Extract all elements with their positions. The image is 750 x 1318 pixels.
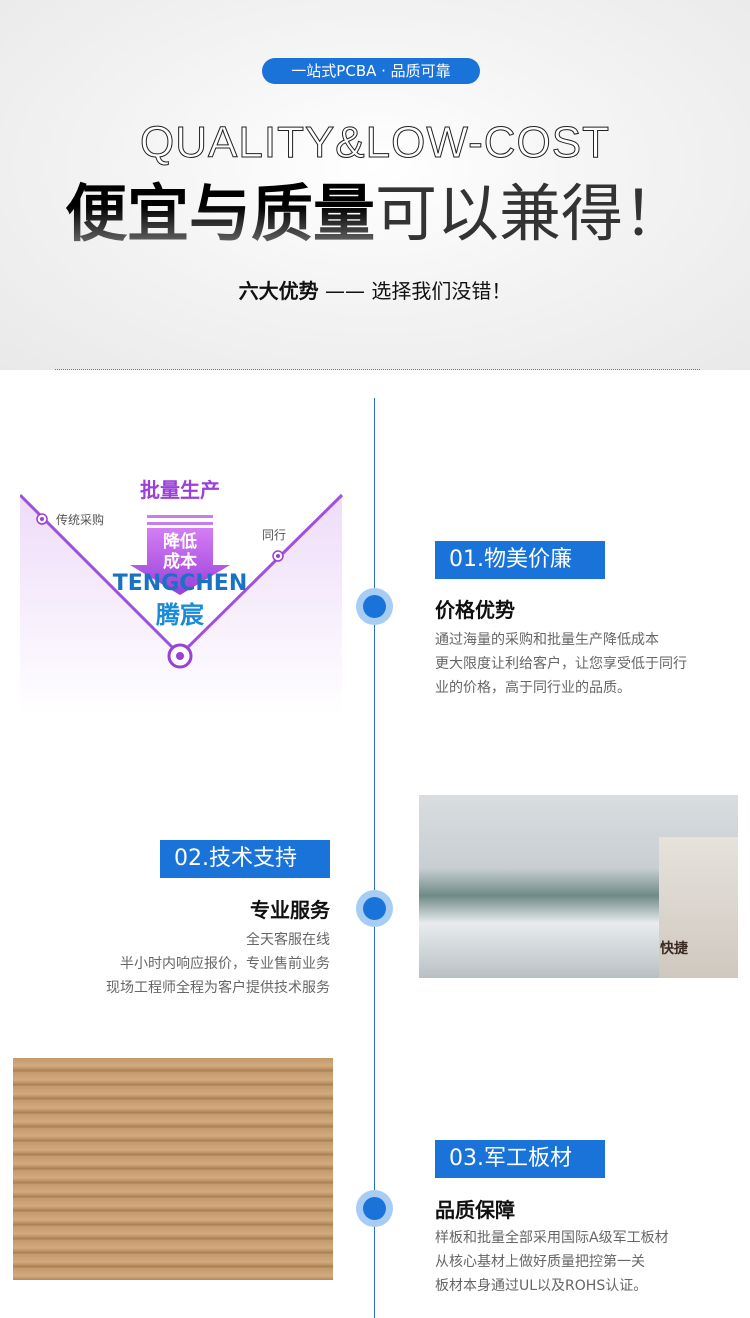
english-title: QUALITY&LOW-COST xyxy=(140,118,610,168)
text-line: 更大限度让利给客户，让您享受低于同行 xyxy=(435,656,687,672)
office-photo: 快捷 xyxy=(419,795,738,978)
arrow-label-2: 成本 xyxy=(163,551,197,572)
diagram-top-label: 批量生产 xyxy=(140,478,220,502)
cost-diagram: 批量生产 降低 成本 TENGCHEN 腾宸 传统采购 同行 xyxy=(20,478,344,715)
main-title-light: 可以兼得！ xyxy=(375,177,686,250)
board-material-photo xyxy=(13,1058,333,1280)
section-tag-2: 02.技术支持 xyxy=(160,840,330,878)
section-tag-3: 03.军工板材 xyxy=(435,1140,605,1178)
section-text-3: 样板和批量全部采用国际A级军工板材 从核心基材上做好质量把控第一关 板材本身通过… xyxy=(435,1226,669,1298)
brand-en: TENGCHEN xyxy=(113,571,248,596)
photo-label: 快捷 xyxy=(660,941,688,957)
hero-banner: 一站式PCBA · 品质可靠 QUALITY&LOW-COST 便宜与质量可以兼… xyxy=(0,0,750,370)
text-line: 从核心基材上做好质量把控第一关 xyxy=(435,1254,645,1270)
diagram-left-label: 传统采购 xyxy=(56,512,104,527)
text-line: 现场工程师全程为客户提供技术服务 xyxy=(106,980,330,996)
section-title-2: 专业服务 xyxy=(250,898,330,922)
timeline-node-2 xyxy=(356,890,393,927)
section-text-1: 通过海量的采购和批量生产降低成本 更大限度让利给客户，让您享受低于同行 业的价格… xyxy=(435,628,687,700)
arrow-down-icon xyxy=(130,528,230,595)
diagram-right-label: 同行 xyxy=(262,528,286,542)
main-title-bold: 便宜与质量 xyxy=(64,177,375,250)
text-line: 板材本身通过UL以及ROHS认证。 xyxy=(435,1278,648,1294)
text-line: 通过海量的采购和批量生产降低成本 xyxy=(435,632,659,648)
timeline-node-1 xyxy=(356,588,393,625)
arrow-label-1: 降低 xyxy=(163,531,197,552)
text-line: 半小时内响应报价，专业售前业务 xyxy=(120,956,330,972)
subtitle: 六大优势 —— 选择我们没错！ xyxy=(0,275,750,304)
section-text-2: 全天客服在线 半小时内响应报价，专业售前业务 现场工程师全程为客户提供技术服务 xyxy=(106,928,330,1000)
brand-cn: 腾宸 xyxy=(156,601,205,629)
timeline-node-3 xyxy=(356,1190,393,1227)
text-line: 样板和批量全部采用国际A级军工板材 xyxy=(435,1230,669,1246)
section-title-3: 品质保障 xyxy=(435,1198,515,1222)
main-title: 便宜与质量可以兼得！ xyxy=(0,178,750,250)
divider xyxy=(55,369,700,370)
subtitle-bold: 六大优势 xyxy=(238,279,319,303)
text-line: 业的价格，高于同行业的品质。 xyxy=(435,680,631,696)
tagline-pill: 一站式PCBA · 品质可靠 xyxy=(262,58,480,84)
section-title-1: 价格优势 xyxy=(435,598,515,622)
text-line: 全天客服在线 xyxy=(246,932,330,948)
section-tag-1: 01.物美价廉 xyxy=(435,541,605,579)
diagram-background xyxy=(20,495,342,715)
subtitle-rest: —— 选择我们没错！ xyxy=(318,279,512,303)
timeline-line xyxy=(374,398,375,1318)
